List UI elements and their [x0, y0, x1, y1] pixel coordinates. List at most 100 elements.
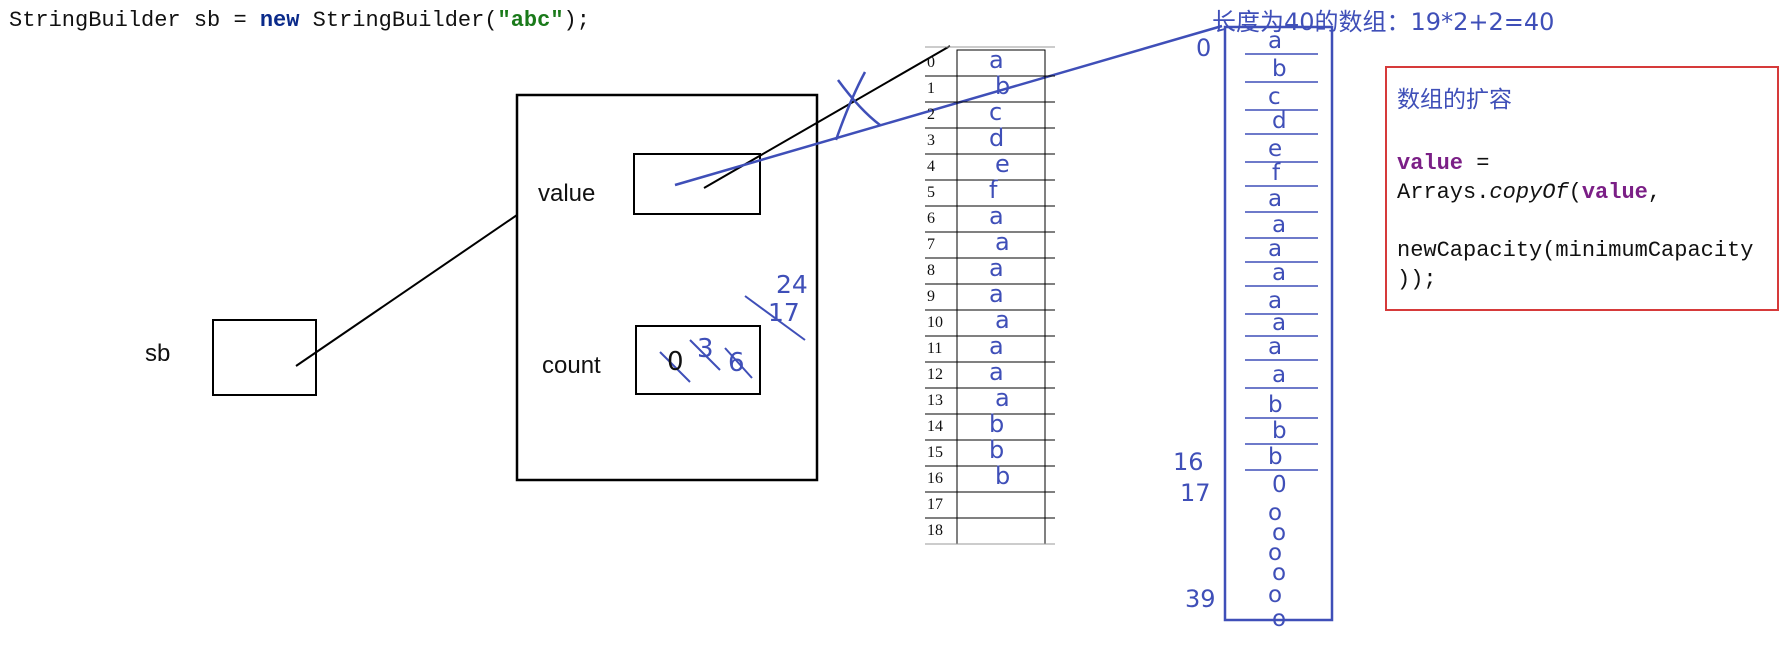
old-array-index: 16: [927, 470, 943, 487]
old-array-index: 9: [927, 288, 935, 305]
new-array-cell: o: [1272, 560, 1287, 586]
code-new-keyword: new: [259, 8, 300, 33]
count-value-0: 0: [667, 347, 684, 377]
new-array-index-16: 16: [1173, 448, 1204, 476]
new-array-rules: [1245, 53, 1318, 471]
code-eq: =: [233, 8, 247, 33]
new-array-cell: o: [1272, 520, 1287, 546]
note-copyof: copyOf: [1489, 180, 1569, 205]
old-array-index: 17: [927, 496, 943, 513]
note-comma: ,: [1647, 180, 1662, 205]
object-box: [515, 93, 819, 482]
new-array-cell: o: [1268, 582, 1283, 608]
old-array-index: 5: [927, 184, 935, 201]
old-array-cell: a: [995, 228, 1010, 256]
new-array-cell: 0: [1272, 472, 1287, 498]
old-array-index: 12: [927, 366, 943, 383]
new-array-cell: o: [1268, 500, 1283, 526]
new-array-cell: a: [1268, 186, 1283, 212]
strike-17: [744, 295, 806, 341]
old-array-cell: a: [995, 306, 1010, 334]
new-array-cell: f: [1272, 160, 1281, 186]
value-label: value: [538, 180, 596, 207]
old-array-cell: b: [989, 410, 1005, 438]
old-array-index: 14: [927, 418, 943, 435]
new-array-cell: b: [1272, 418, 1287, 444]
note-close: ));: [1397, 267, 1437, 292]
new-array-cell: b: [1272, 56, 1287, 82]
sb-pointer-line: [295, 214, 518, 367]
old-array-cell: a: [989, 254, 1004, 282]
code-close: );: [563, 8, 590, 33]
code-string-literal: "abc": [497, 8, 564, 33]
old-array-index: 11: [927, 340, 943, 357]
old-array-index: 15: [927, 444, 943, 461]
new-value-pointer-line: [674, 24, 1223, 187]
new-array-cell: o: [1268, 540, 1283, 566]
new-array-cell: a: [1272, 212, 1287, 238]
new-array-cell: c: [1268, 84, 1281, 110]
old-array-cell: e: [995, 150, 1010, 178]
count-value-3: 3: [697, 334, 714, 364]
new-array-cell: a: [1268, 288, 1283, 314]
new-array-cell: b: [1268, 392, 1283, 418]
code-var: sb: [193, 8, 221, 33]
new-array-cell: a: [1272, 362, 1287, 388]
old-array-index: 10: [927, 314, 943, 331]
old-array-cell: a: [995, 384, 1010, 412]
count-label: count: [542, 352, 601, 379]
sb-label: sb: [145, 340, 171, 367]
new-array-index-17: 17: [1180, 479, 1211, 507]
note-title: 数组的扩容: [1397, 87, 1512, 113]
old-array-index: 18: [927, 522, 943, 539]
note-code: value = Arrays.copyOf(value, newCapacity…: [1397, 120, 1753, 294]
sb-box: [212, 319, 317, 396]
count-side-24: 24: [776, 270, 808, 299]
new-array-cell: b: [1268, 444, 1283, 470]
old-array-cell: f: [989, 176, 998, 204]
new-array-index-0: 0: [1196, 34, 1212, 62]
old-array-cell: a: [989, 358, 1004, 386]
old-array-cell: b: [989, 436, 1005, 464]
old-array-cell: b: [995, 462, 1011, 490]
strike-6: [724, 347, 753, 379]
new-array-cell: e: [1268, 136, 1283, 162]
old-array-cell: d: [989, 124, 1005, 152]
new-array-cell: d: [1272, 108, 1287, 134]
old-array-cell: a: [989, 202, 1004, 230]
strike-3: [689, 339, 721, 371]
new-array-index-39: 39: [1185, 585, 1216, 613]
old-array-index: 1: [927, 80, 935, 97]
new-array-cell: a: [1272, 260, 1287, 286]
old-array-index: 7: [927, 236, 935, 253]
count-box: [635, 325, 761, 395]
note-eq: =: [1463, 151, 1490, 176]
new-array-cell: o: [1272, 606, 1287, 632]
old-array-index: 2: [927, 106, 935, 123]
new-array-cell: a: [1268, 334, 1283, 360]
cross-out-mark: [834, 71, 881, 141]
new-array-cell: a: [1268, 236, 1283, 262]
new-array-cell: a: [1268, 28, 1283, 54]
old-array-index: 3: [927, 132, 935, 149]
code-type: StringBuilder: [9, 8, 181, 33]
old-array-index: 8: [927, 262, 935, 279]
old-array-cell: a: [989, 280, 1004, 308]
array-expansion-note: 数组的扩容 value = Arrays.copyOf(value, newCa…: [1385, 66, 1779, 311]
old-array-index: 6: [927, 210, 935, 227]
old-array-table: [925, 46, 1055, 545]
old-array-cell: b: [995, 72, 1011, 100]
note-paren: (: [1568, 180, 1582, 205]
count-value-6: 6: [728, 348, 745, 378]
note-kw-value-2: value: [1581, 180, 1648, 205]
count-side-17: 17: [768, 298, 800, 327]
old-array-cell: a: [989, 332, 1004, 360]
strike-0: [659, 351, 691, 383]
old-array-index: 4: [927, 158, 935, 175]
new-array-cell: a: [1272, 310, 1287, 336]
code-line: StringBuilder sb = new StringBuilder("ab…: [9, 8, 590, 33]
note-kw-value: value: [1397, 151, 1464, 176]
note-newcapacity: newCapacity(minimumCapacity: [1397, 238, 1754, 263]
old-array-cell: a: [989, 46, 1004, 74]
